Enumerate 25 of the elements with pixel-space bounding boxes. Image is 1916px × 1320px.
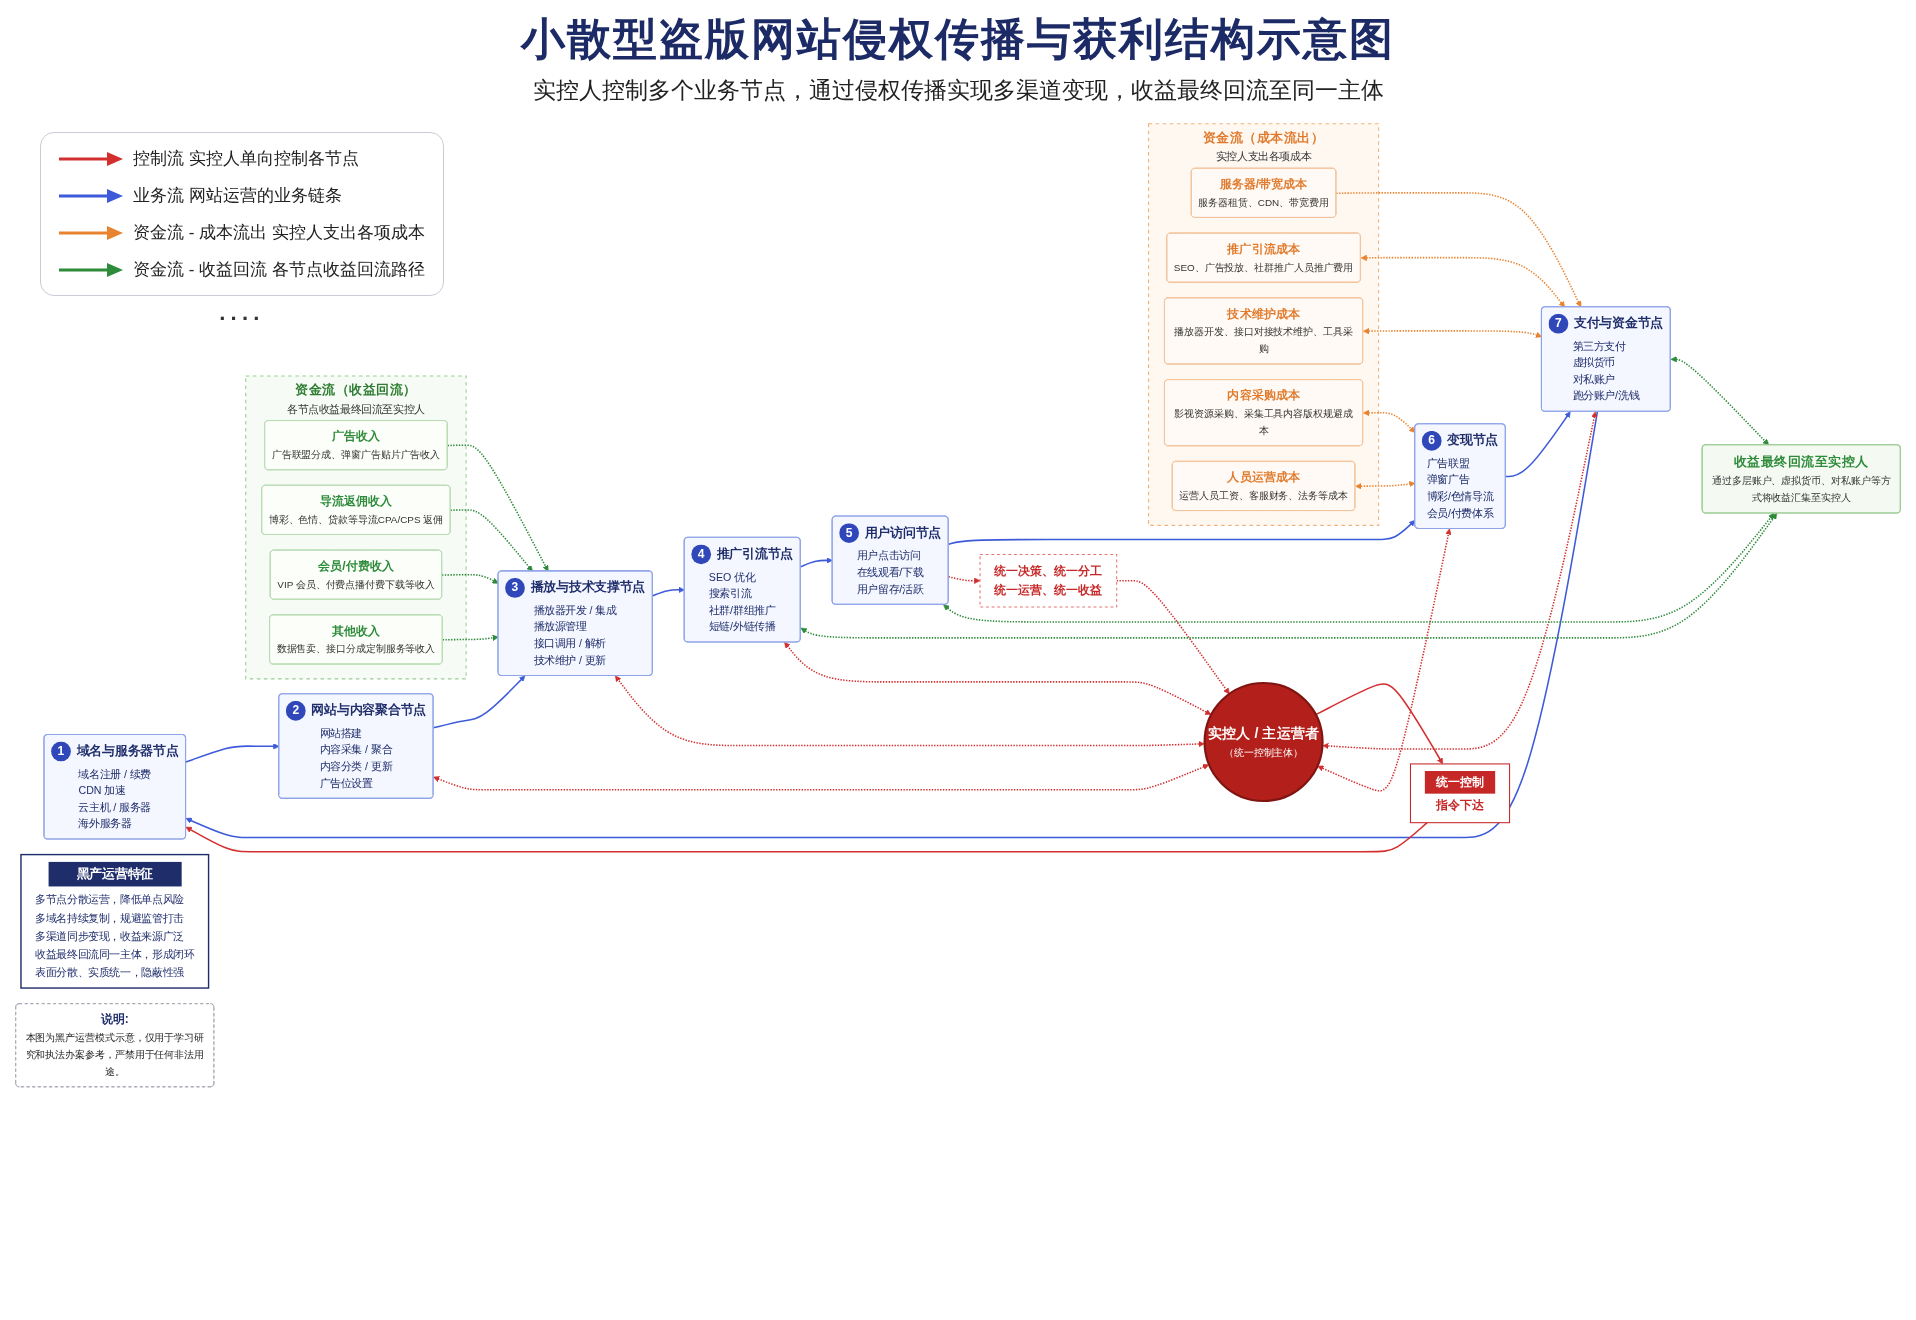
node-box: 黑产运营特征 多节点分散运营，降低单点风险 多域名持续复制，规避监管打击 多渠道同步变现，收益来源广泛 收益最终回流同一主体，形成闭环 表面分散、实质统一，隐蔽性强 xyxy=(20,853,210,989)
legend-label: 控制流 实控人单向控制各节点 xyxy=(133,148,359,170)
arrow xyxy=(615,675,1205,748)
legend-label: 资金流 - 收益回流 各节点收益回流路径 xyxy=(133,259,425,281)
legend-label: 业务流 网站运营的业务链条 xyxy=(133,185,342,207)
arrow xyxy=(784,642,1212,715)
title: 小散型盗版网站侵权传播与获利结构示意图 xyxy=(521,13,1395,65)
arrow xyxy=(1670,356,1770,446)
node-circle: 实控人 / 主运营者 （统一控制主体） xyxy=(1203,681,1324,803)
arrow xyxy=(185,821,1428,853)
subtitle: 实控人控制多个业务节点，通过侵权传播实现多渠道变现，收益最终回流至同一主体 xyxy=(532,76,1384,105)
arrow xyxy=(800,513,1778,639)
arrow xyxy=(185,410,1599,839)
arrow xyxy=(433,764,1210,791)
arrow xyxy=(1315,683,1444,765)
arrow xyxy=(1317,528,1452,792)
arrow xyxy=(943,513,1775,623)
node-box: 统一决策、统一分工 统一运营、统一收益 xyxy=(979,553,1118,608)
arrow xyxy=(1363,409,1416,433)
arrow xyxy=(1360,254,1566,308)
ellipsis: ···· xyxy=(219,306,265,332)
node-box: 统一控制 指令下达 xyxy=(1409,763,1511,824)
arrow xyxy=(1335,192,1582,308)
legend-label: 资金流 - 成本流出 实控人支出各项成本 xyxy=(133,222,425,244)
arrow xyxy=(1322,411,1598,750)
